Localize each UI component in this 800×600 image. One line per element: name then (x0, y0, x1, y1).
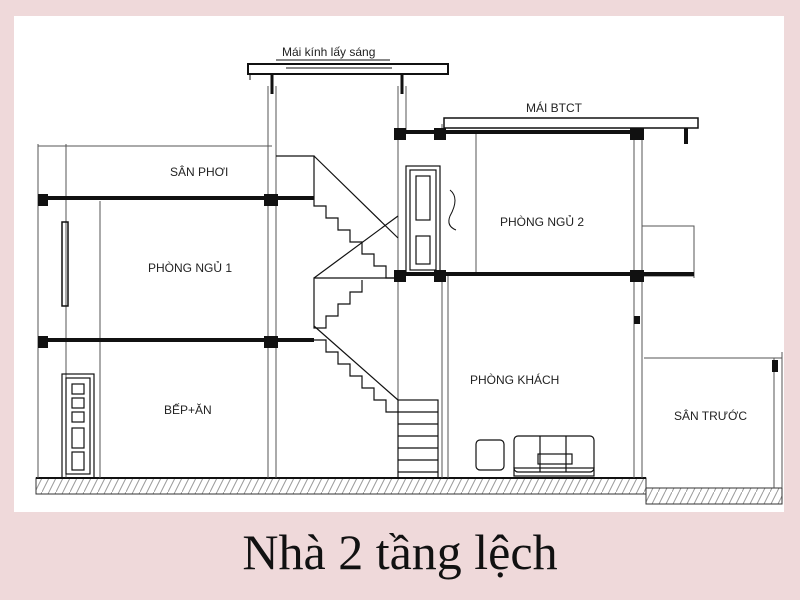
door-swing-arc (448, 189, 457, 231)
floor-slabs (42, 130, 694, 342)
house-section-drawing: Mái kính lấy sáng MÁI BTCT SÂN PHƠI PHÒN… (35, 45, 783, 505)
door-kitchen (61, 373, 95, 479)
label-bedroom-2: PHÒNG NGỦ 2 (500, 214, 584, 229)
diagram-caption: Nhà 2 tầng lệch (242, 524, 558, 580)
concrete-roof (443, 117, 699, 144)
label-kitchen-dining: BẾP+ĂN (164, 402, 212, 417)
window-left (61, 221, 69, 307)
label-front-yard: SÂN TRƯỚC (674, 408, 747, 423)
label-living-room: PHÒNG KHÁCH (470, 372, 559, 387)
front-yard-ground (645, 487, 783, 505)
front-wall-post (772, 360, 778, 372)
label-drying-yard: SÂN PHƠI (170, 164, 228, 179)
sofa-furniture (475, 435, 595, 477)
slab-ends (38, 128, 644, 348)
label-glass-roof: Mái kính lấy sáng (282, 45, 375, 59)
ground-foundation (35, 477, 647, 495)
label-concrete-roof: MÁI BTCT (526, 100, 583, 115)
right-wall-cap (634, 316, 640, 324)
outline-walls (37, 86, 783, 488)
door-bedroom-2 (405, 165, 441, 275)
section-drawing-frame: Mái kính lấy sáng MÁI BTCT SÂN PHƠI PHÒN… (14, 16, 784, 512)
glass-roof (247, 63, 449, 94)
staircase (276, 155, 439, 479)
label-bedroom-1: PHÒNG NGỦ 1 (148, 260, 232, 275)
